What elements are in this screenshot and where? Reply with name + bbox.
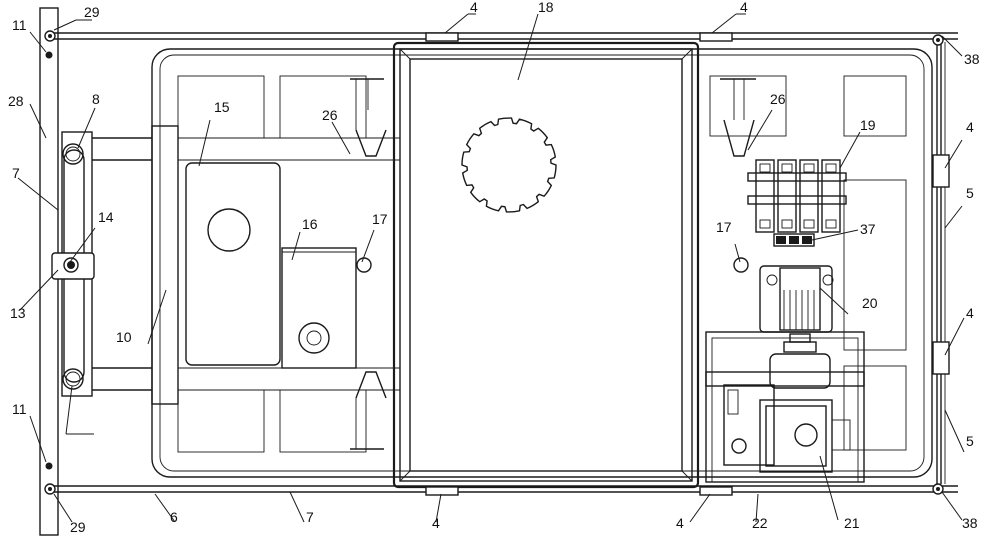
label-4-bottom-left: 4 [432,515,440,531]
plate-10 [152,126,178,404]
label-14: 14 [98,209,114,225]
top-rail [50,33,958,39]
label-26-left: 26 [322,107,338,123]
label-7-bottom: 7 [306,509,314,525]
label-38-top: 38 [964,51,980,67]
terminals-19 [748,160,846,232]
label-4-right-upper: 4 [966,119,974,135]
label-21: 21 [844,515,860,531]
label-28: 28 [8,93,24,109]
label-4-right-lower: 4 [966,305,974,321]
label-10: 10 [116,329,132,345]
label-4-top-left: 4 [470,0,478,15]
label-29-bottom: 29 [70,519,86,535]
label-29-top: 29 [84,4,100,20]
label-17-right: 17 [716,219,732,235]
label-5-upper: 5 [966,185,974,201]
label-22: 22 [752,515,768,531]
box-15 [186,163,280,365]
label-37: 37 [860,221,876,237]
right-rail [933,42,949,484]
label-26-right: 26 [770,91,786,107]
label-7-left: 7 [12,165,20,181]
clamps [426,33,732,495]
label-16: 16 [302,216,318,232]
label-6: 6 [170,509,178,525]
label-11-bottom: 11 [12,401,27,417]
label-15: 15 [214,99,230,115]
box-16 [282,248,356,368]
label-20: 20 [862,295,878,311]
main-frame [152,49,932,477]
label-11-top: 11 [12,17,27,33]
label-38-bottom: 38 [962,515,978,531]
part-labels: 4 18 4 29 11 38 8 28 15 26 26 19 4 7 5 1… [8,0,980,535]
gear-outline [462,118,556,212]
label-5-lower: 5 [966,433,974,449]
label-13: 13 [10,305,26,321]
label-8: 8 [92,91,100,107]
hoppers [350,79,756,449]
connectors-37 [774,234,814,246]
tray-18 [394,43,698,487]
label-18: 18 [538,0,554,15]
holes-17 [357,258,748,272]
label-4-bottom-right: 4 [676,515,684,531]
motor-20 [760,266,833,352]
cross-beams-left [92,138,400,390]
gearbox-21 [706,332,864,482]
label-19: 19 [860,117,876,133]
label-17-left: 17 [372,211,388,227]
label-4-top-right: 4 [740,0,748,15]
